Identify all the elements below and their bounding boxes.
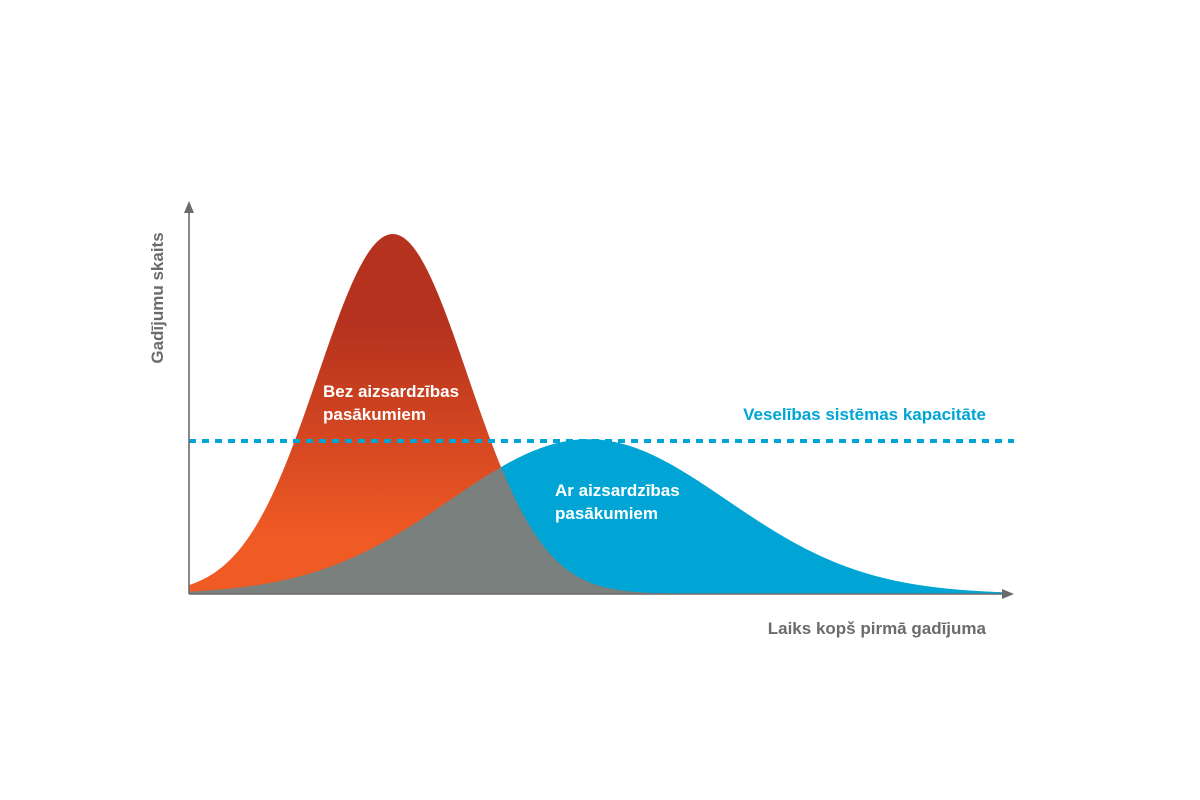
series-with-measures-label: Ar aizsardzības pasākumiem [555, 481, 684, 523]
y-axis-arrow-icon [184, 201, 194, 213]
series-without-measures-area [189, 234, 1004, 594]
series-with-measures-label-line-1: Ar aizsardzības [555, 481, 680, 500]
series-overlap-area [189, 467, 1004, 594]
series-without-measures-label-line-2: pasākumiem [323, 405, 426, 424]
capacity-threshold-label: Veselības sistēmas kapacitāte [743, 405, 986, 424]
x-axis-arrow-icon [1002, 589, 1014, 599]
series-without-measures-label: Bez aizsardzības pasākumiem [323, 382, 464, 424]
series-with-measures-label-line-2: pasākumiem [555, 504, 658, 523]
series-without-measures-label-line-1: Bez aizsardzības [323, 382, 459, 401]
axes [184, 201, 1014, 599]
y-axis-title: Gadījumu skaits [148, 232, 167, 363]
x-axis-title: Laiks kopš pirmā gadījuma [768, 619, 987, 638]
